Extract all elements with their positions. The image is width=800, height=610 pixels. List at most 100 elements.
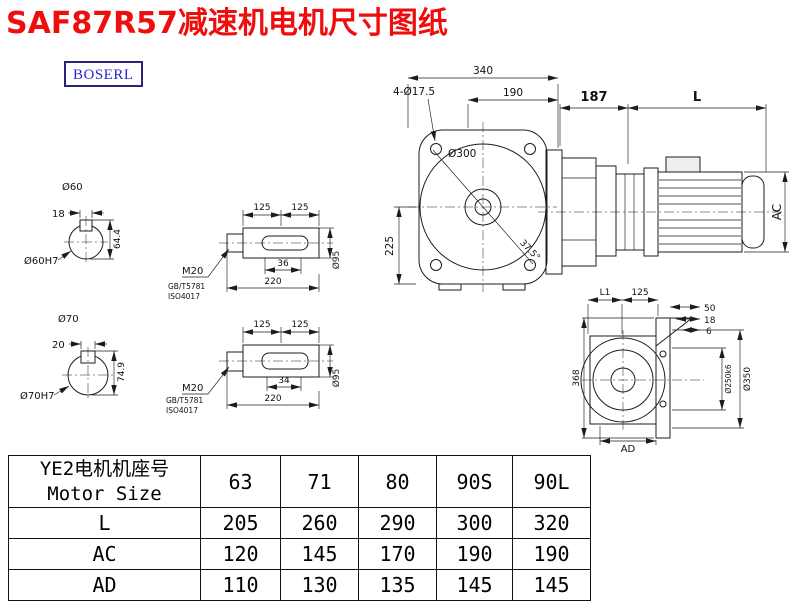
foot xyxy=(438,283,462,291)
dim-50-label: 50 xyxy=(704,304,716,314)
cell-AC-63: 120 xyxy=(200,538,281,570)
terminal-box xyxy=(665,156,701,173)
side-view-dimensions: 187 L AC xyxy=(559,90,789,253)
dim-AC-label: AC xyxy=(770,204,784,220)
side-view: 187 L AC xyxy=(538,90,789,275)
cell-AC-90L: 190 xyxy=(512,538,591,570)
technical-drawing: 340 190 4-Ø17.5 Ø300 225 37.5° xyxy=(20,65,789,455)
rear-view-body xyxy=(580,317,704,439)
cell-AD-90L: 145 xyxy=(512,569,591,601)
dim-190-label: 190 xyxy=(503,87,523,99)
thread-stub xyxy=(226,351,244,372)
shaft70-keyheight-label: 74.9 xyxy=(117,362,127,382)
shaft70-fit-label: Ø70H7 xyxy=(20,390,54,402)
rear-circle-mid xyxy=(592,349,654,411)
foot xyxy=(502,283,526,291)
shaft-detail-top: 125 125 M20 GB/T5781 ISO4017 36 220 Ø95 xyxy=(168,203,342,301)
table-row-AD: AD 110 130 135 145 145 xyxy=(8,569,591,601)
length-label: 220 xyxy=(264,277,281,287)
shaft-section-60: Ø60 18 64.4 Ø60H7 xyxy=(24,181,123,267)
dim-L-label: L xyxy=(693,90,701,105)
front-view-body xyxy=(409,122,557,292)
shaft60-fit-label: Ø60H7 xyxy=(24,255,58,267)
dia95-label: Ø95 xyxy=(331,369,342,388)
motor-size-table: YE2电机机座号 Motor Size 63 71 80 90S 90L L 2… xyxy=(8,455,591,601)
std2-label: ISO4017 xyxy=(168,292,200,301)
brand-logo: BOSERL xyxy=(64,61,143,87)
cell-L-63: 205 xyxy=(200,507,281,539)
gusset xyxy=(655,317,694,348)
shaft60-dia-label: Ø60 xyxy=(62,181,83,193)
dim-6-label: 6 xyxy=(706,327,712,337)
bolt-hole xyxy=(524,143,536,155)
dia-350-label: Ø350 xyxy=(742,367,753,392)
size-col-80: 80 xyxy=(358,455,437,508)
cell-L-90L: 320 xyxy=(512,507,591,539)
dim-125-label: 125 xyxy=(631,288,648,298)
row-label-L: L xyxy=(8,507,201,539)
dim-AD-label: AD xyxy=(621,444,636,455)
shaft-detail-bottom: 125 125 M20 GB/T5781 ISO4017 34 220 Ø95 xyxy=(166,320,342,415)
cell-AC-71: 145 xyxy=(280,538,359,570)
std1-label: GB/T5781 xyxy=(168,282,205,291)
thread-label: M20 xyxy=(182,383,203,394)
length-label: 220 xyxy=(264,394,281,404)
brand-text: BOSERL xyxy=(73,67,134,83)
bolt-hole xyxy=(524,259,536,271)
rear-view-dimensions: L1 125 50 18 6 368 Ø250k6 Ø xyxy=(572,288,753,455)
std1-label: GB/T5781 xyxy=(166,396,203,405)
rear-view: L1 125 50 18 6 368 Ø250k6 Ø xyxy=(572,288,753,455)
dia-250k6-label: Ø250k6 xyxy=(724,364,733,394)
motor-fins xyxy=(659,179,741,245)
dia-300-label: Ø300 xyxy=(448,148,476,160)
cell-AC-90S: 190 xyxy=(436,538,513,570)
table-header-motor-size: YE2电机机座号 Motor Size xyxy=(8,455,201,508)
table-header-row: YE2电机机座号 Motor Size 63 71 80 90S 90L xyxy=(8,455,591,508)
cell-AD-80: 135 xyxy=(358,569,437,601)
housing-step xyxy=(595,165,617,257)
rear-circle-outer xyxy=(580,337,666,423)
dim-125b-label: 125 xyxy=(291,320,308,330)
dia95-label: Ø95 xyxy=(331,251,342,270)
row-label-AD: AD xyxy=(8,569,201,601)
page-title: SAF87R57减速机电机尺寸图纸 xyxy=(6,6,448,41)
thread-label: M20 xyxy=(182,266,203,277)
std2-label: ISO4017 xyxy=(166,406,198,415)
dim-125b-label: 125 xyxy=(291,203,308,213)
table-header-en: Motor Size xyxy=(47,482,162,505)
cell-AD-63: 110 xyxy=(200,569,281,601)
cell-L-90S: 300 xyxy=(436,507,513,539)
fan-cover xyxy=(741,175,765,249)
cell-AD-90S: 145 xyxy=(436,569,513,601)
size-col-90S: 90S xyxy=(436,455,513,508)
shaft60-keywidth-label: 18 xyxy=(52,209,65,220)
shaft-section-70: Ø70 20 74.9 Ø70H7 xyxy=(20,313,127,402)
dim-368-label: 368 xyxy=(572,369,582,386)
keylen-label: 36 xyxy=(277,259,289,269)
rear-flange xyxy=(655,317,671,439)
cell-L-71: 260 xyxy=(280,507,359,539)
side-view-body xyxy=(538,149,782,275)
size-col-90L: 90L xyxy=(512,455,591,508)
table-header-cn: YE2电机机座号 xyxy=(39,457,170,480)
keylen-label: 34 xyxy=(278,376,290,386)
dim-L1-label: L1 xyxy=(600,288,611,298)
size-col-63: 63 xyxy=(200,455,281,508)
diagonal-line xyxy=(432,149,534,265)
flange-hole xyxy=(659,350,667,358)
cell-AD-71: 130 xyxy=(280,569,359,601)
dim-18-label: 18 xyxy=(704,316,716,326)
row-label-AC: AC xyxy=(8,538,201,570)
dim-125a-label: 125 xyxy=(253,320,270,330)
flange-hole xyxy=(659,400,667,408)
shaft70-dia-label: Ø70 xyxy=(58,313,79,325)
size-col-71: 71 xyxy=(280,455,359,508)
cell-AC-80: 170 xyxy=(358,538,437,570)
bolt-hole xyxy=(430,259,442,271)
table-row-L: L 205 260 290 300 320 xyxy=(8,507,591,539)
dim-340-label: 340 xyxy=(473,65,493,77)
front-view: 340 190 4-Ø17.5 Ø300 225 37.5° xyxy=(384,65,559,292)
dim-225-label: 225 xyxy=(384,236,396,256)
bolt-hole xyxy=(430,143,442,155)
